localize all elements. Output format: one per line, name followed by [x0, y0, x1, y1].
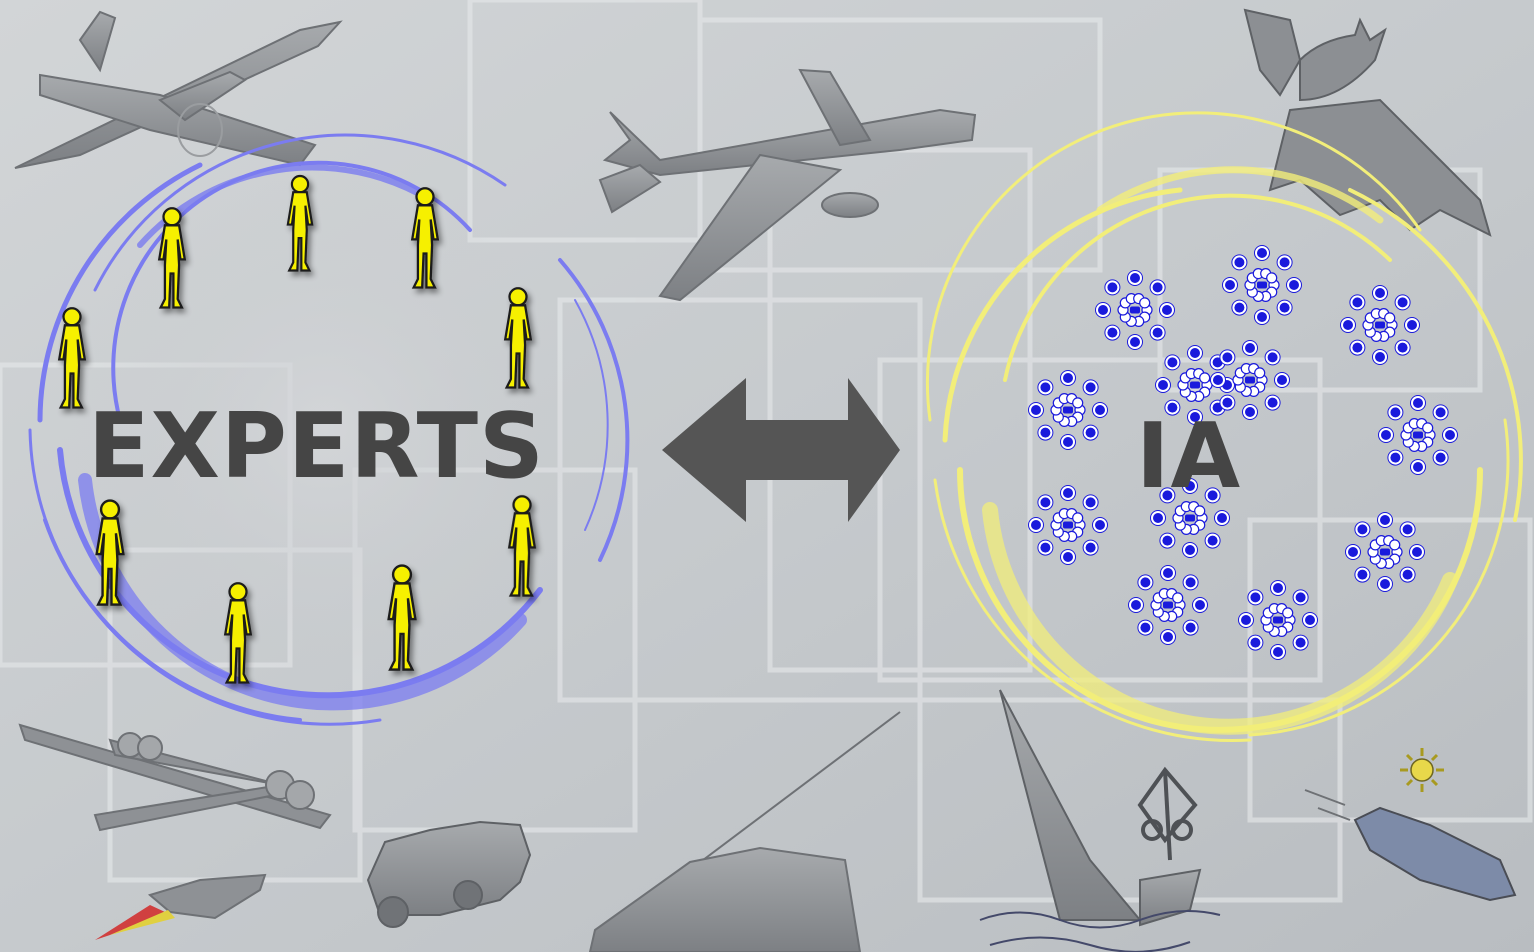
neural-node-icon [1095, 270, 1175, 350]
solar-car-icon [1304, 789, 1517, 902]
neural-node-icon [1222, 245, 1302, 325]
propeller-plane-icon [14, 10, 343, 169]
neural-node-icon [1238, 580, 1318, 660]
neural-node-icon [1028, 370, 1108, 450]
car-icon [366, 820, 532, 928]
neural-node-icon [1210, 340, 1290, 420]
neural-node-icon [1340, 285, 1420, 365]
experts-label: EXPERTS [88, 394, 545, 499]
neural-node-icon [1150, 478, 1230, 558]
glider-icon [95, 873, 267, 940]
high-speed-train-icon [588, 711, 901, 952]
sailboat-icon [979, 689, 1221, 952]
neural-node-icon [1378, 395, 1458, 475]
ia-label: IA [1136, 404, 1242, 509]
sun-icon [1400, 748, 1444, 792]
neural-node-icon [1028, 485, 1108, 565]
jet-airliner-icon [598, 68, 977, 302]
experts-ring [28, 133, 630, 726]
ia-neural-clusters [1028, 245, 1458, 660]
twin-boom-aircraft-icon [18, 723, 332, 832]
neural-node-icon [1128, 565, 1208, 645]
sextant-icon [1137, 766, 1198, 861]
neural-node-icon [1345, 512, 1425, 592]
ia-ring [925, 111, 1523, 742]
double-arrow-icon [662, 378, 900, 522]
bat-icon [1243, 8, 1492, 237]
